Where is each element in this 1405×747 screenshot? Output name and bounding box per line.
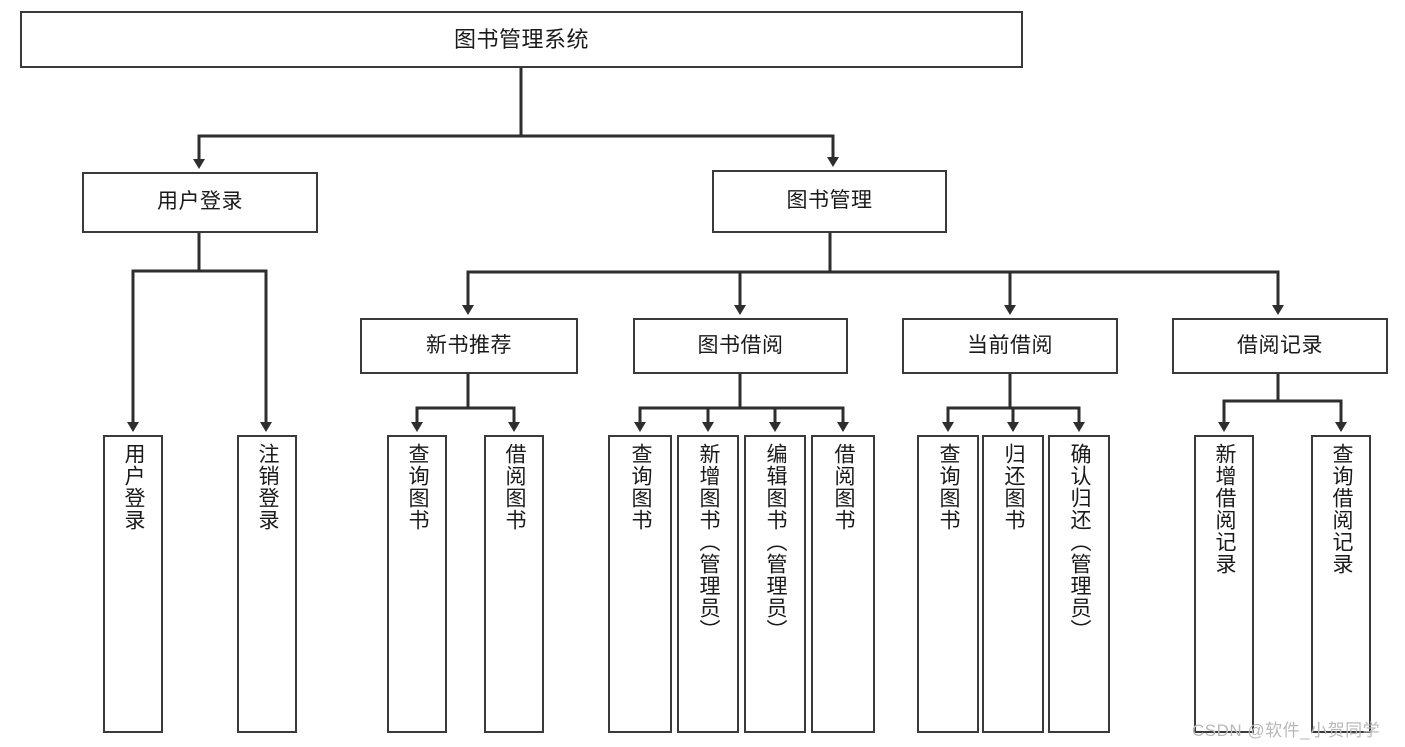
node-label: 编辑图书（管理员） xyxy=(764,443,788,641)
leaf-borrow-add-book-admin[interactable]: 新增图书（管理员） xyxy=(677,435,739,733)
node-label: 确认归还（管理员） xyxy=(1068,443,1092,641)
node-book-management[interactable]: 图书管理 xyxy=(712,170,947,233)
leaf-user-login[interactable]: 用户登录 xyxy=(103,435,163,733)
leaf-borrow-edit-book-admin[interactable]: 编辑图书（管理员） xyxy=(744,435,806,733)
leaf-borrow-borrow-book[interactable]: 借阅图书 xyxy=(811,435,875,733)
node-label: 用户登录 xyxy=(157,190,243,214)
leaf-new-book-borrow-book[interactable]: 借阅图书 xyxy=(484,435,544,733)
node-label: 图书管理系统 xyxy=(453,26,589,52)
leaf-record-add-borrow-record[interactable]: 新增借阅记录 xyxy=(1194,435,1254,733)
node-label: 归还图书 xyxy=(1002,443,1026,531)
node-new-book-recommend[interactable]: 新书推荐 xyxy=(360,318,578,374)
leaf-record-query-borrow-record[interactable]: 查询借阅记录 xyxy=(1311,435,1371,733)
node-label: 新书推荐 xyxy=(426,333,512,357)
node-label: 查询图书 xyxy=(629,443,653,531)
node-label: 图书管理 xyxy=(786,189,873,213)
leaf-current-query-book[interactable]: 查询图书 xyxy=(917,435,979,733)
node-borrow-record[interactable]: 借阅记录 xyxy=(1172,318,1388,374)
node-user-login[interactable]: 用户登录 xyxy=(82,172,318,233)
node-label: 查询图书 xyxy=(406,443,430,531)
node-label: 借阅记录 xyxy=(1237,333,1323,357)
node-label: 图书借阅 xyxy=(697,333,784,357)
leaf-current-return-book[interactable]: 归还图书 xyxy=(982,435,1044,733)
node-label: 注销登录 xyxy=(256,443,280,531)
node-label: 新增借阅记录 xyxy=(1213,443,1237,575)
leaf-borrow-query-book[interactable]: 查询图书 xyxy=(608,435,672,733)
node-label: 借阅图书 xyxy=(503,443,527,531)
node-book-borrow[interactable]: 图书借阅 xyxy=(633,318,848,374)
csdn-watermark: CSDN @软件_小贺同学 xyxy=(1192,721,1381,740)
node-label: 查询借阅记录 xyxy=(1330,443,1354,575)
node-root-book-management-system[interactable]: 图书管理系统 xyxy=(20,11,1023,68)
leaf-logout-login[interactable]: 注销登录 xyxy=(237,435,297,733)
leaf-new-book-query-book[interactable]: 查询图书 xyxy=(387,435,447,733)
node-label: 当前借阅 xyxy=(967,333,1053,357)
node-label: 借阅图书 xyxy=(832,443,856,531)
node-current-borrow[interactable]: 当前借阅 xyxy=(902,318,1118,374)
node-label: 用户登录 xyxy=(122,443,146,531)
node-label: 新增图书（管理员） xyxy=(697,443,721,641)
leaf-current-confirm-return-admin[interactable]: 确认归还（管理员） xyxy=(1048,435,1110,733)
node-label: 查询图书 xyxy=(937,443,961,531)
